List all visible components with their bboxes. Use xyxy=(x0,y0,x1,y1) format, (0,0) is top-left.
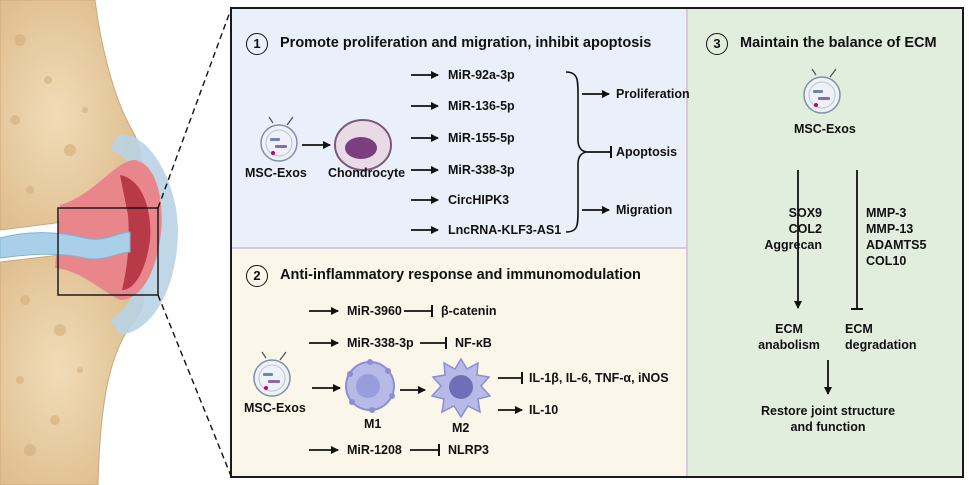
inflamed-tissue xyxy=(120,175,151,290)
restore-label: Restore joint structure xyxy=(760,404,896,418)
mirna-label: MiR-136-5p xyxy=(448,99,515,113)
panel2-title: Anti-inflammatory response and immunomod… xyxy=(280,267,641,283)
ecm-anabolism-label: anabolism xyxy=(758,338,820,352)
catabolic-factor: ADAMTS5 xyxy=(866,238,927,252)
mirna-label: MiR-338-3p xyxy=(347,336,414,350)
catabolic-factor: MMP-3 xyxy=(866,206,907,220)
mirna-label: MiR-155-5p xyxy=(448,131,515,145)
catabolic-factor: COL10 xyxy=(866,254,907,268)
m1-label: M1 xyxy=(364,417,382,431)
mirna-arrows-panel1 xyxy=(411,71,439,234)
bone-texture xyxy=(10,34,88,456)
mirna-label: MiR-3960 xyxy=(347,304,402,318)
panel3-number: 3 xyxy=(706,33,728,55)
panel2-source-label: MSC-Exos xyxy=(244,401,306,415)
panel2-number: 2 xyxy=(246,265,268,287)
target-label: β-catenin xyxy=(441,304,497,318)
panel1-title: Promote proliferation and migration, inh… xyxy=(280,35,652,51)
anabolic-factor: SOX9 xyxy=(788,206,822,220)
catabolic-factor: MMP-13 xyxy=(866,222,914,236)
panel1-source-label: MSC-Exos xyxy=(245,166,307,180)
m2-macrophage-icon xyxy=(430,357,492,419)
chondrocyte-label: Chondrocyte xyxy=(328,166,406,180)
brace xyxy=(565,71,589,233)
target-label: NF-κB xyxy=(455,336,492,350)
main-frame xyxy=(230,7,964,478)
zoom-box xyxy=(57,207,159,296)
mirna-label: LncRNA-KLF3-AS1 xyxy=(448,223,562,237)
mirna-label: MiR-338-3p xyxy=(448,163,515,177)
exosome-icon-2 xyxy=(253,351,291,397)
outcome-migration: Migration xyxy=(616,203,673,217)
restore-label: and function xyxy=(790,420,866,434)
mirna-label: MiR-92a-3p xyxy=(448,68,515,82)
zoom-line-bottom xyxy=(157,294,232,477)
mirna-label: CircHIPK3 xyxy=(448,193,510,207)
promoted-cytokine: IL-10 xyxy=(529,403,559,417)
mirna-label: MiR-1208 xyxy=(347,443,402,457)
anabolic-factor: COL2 xyxy=(788,222,822,236)
m1-macrophage-icon xyxy=(345,359,395,413)
ecm-degradation-label: ECM xyxy=(845,322,873,336)
outcome-apoptosis: Apoptosis xyxy=(616,145,678,159)
ecm-anabolism-label: ECM xyxy=(775,322,803,336)
exosome-icon xyxy=(260,116,298,162)
inhibited-cytokines: IL-1β, IL-6, TNF-α, iNOS xyxy=(529,371,669,385)
panel-proliferation xyxy=(232,9,688,249)
chondrocyte-cell-icon xyxy=(334,119,392,171)
panel3-title: Maintain the balance of ECM xyxy=(740,35,937,51)
m2-label: M2 xyxy=(452,421,470,435)
exosome-icon-3 xyxy=(803,68,841,114)
target-label: NLRP3 xyxy=(448,443,489,457)
zoom-line-top xyxy=(157,8,232,209)
ecm-degradation-label: degradation xyxy=(845,338,917,352)
outcome-proliferation: Proliferation xyxy=(616,87,690,101)
anabolic-factor: Aggrecan xyxy=(764,238,822,252)
panel1-number: 1 xyxy=(246,33,268,55)
panel3-source-label: MSC-Exos xyxy=(794,122,856,136)
joint-capsule xyxy=(110,134,178,335)
